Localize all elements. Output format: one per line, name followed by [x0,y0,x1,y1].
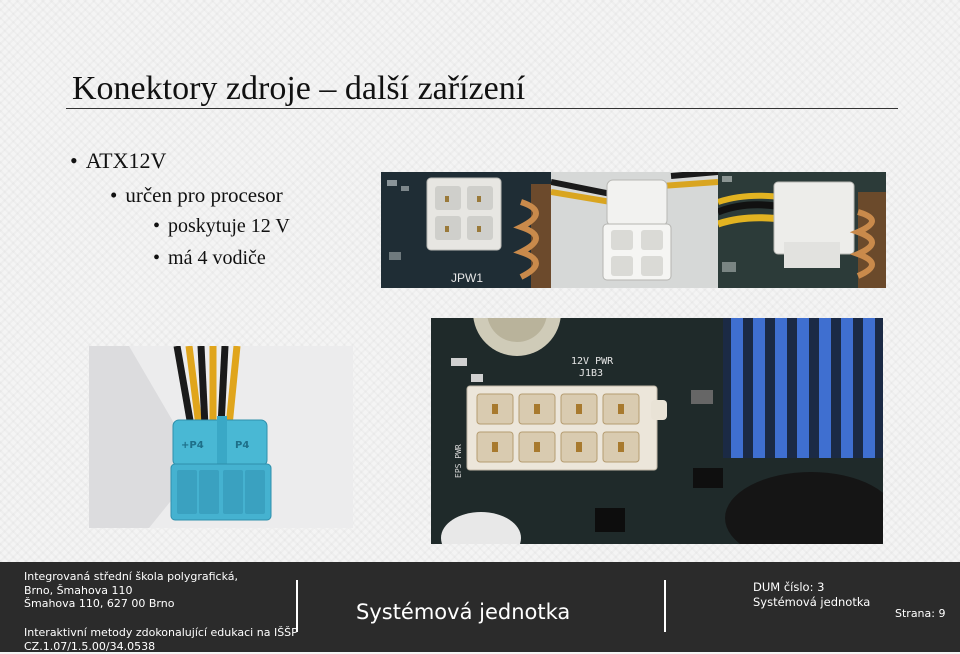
photo-atx12v-inserted [718,172,886,288]
footer-project-info: Interaktivní metody zdokonalující edukac… [24,626,298,654]
bullet-dot: • [70,148,78,173]
bullet-dot: • [153,247,161,269]
bullet-text-voltage: poskytuje 12 V [168,215,290,237]
silkscreen-j1b3: J1B3 [579,368,603,379]
slide-footer: Integrovaná střední škola polygrafická, … [0,562,960,654]
p4-connector-illustration: +P4 P4 [89,346,353,528]
footer-method-line2: CZ.1.07/1.5.00/34.0538 [24,640,156,653]
footer-dum-info: DUM číslo: 3 Systémová jednotka [753,580,870,610]
footer-school-info: Integrovaná střední škola polygrafická, … [24,570,238,611]
bullet-level1: • ATX12V [70,148,166,174]
bullet-text-wires: má 4 vodiče [168,247,266,269]
inserted-illustration [718,172,886,288]
footer-school-line1: Integrovaná střední škola polygrafická, [24,570,238,583]
bullet-level3-wires: • má 4 vodiče [153,247,266,270]
photo-p4-blue-connector: +P4 P4 [89,346,353,528]
bullet-text-purpose: určen pro procesor [125,183,283,207]
silkscreen-jpw1: JPW1 [451,271,483,285]
bullet-text-atx12v: ATX12V [85,148,167,173]
footer-divider-left [296,580,298,632]
footer-school-line2: Brno, Šmahova 110 [24,583,133,597]
slide-title: Konektory zdroje – další zařízení [72,70,526,107]
bullet-dot: • [153,215,161,237]
photo-atx12v-socket: JPW1 [381,172,551,288]
silkscreen-eps-pwr: EPS PWR [454,444,463,478]
socket-illustration: JPW1 [381,172,551,288]
footer-dum-number: DUM číslo: 3 [753,580,825,594]
connector-label-plus-p4: +P4 [181,440,204,451]
title-underline [66,108,898,109]
footer-dum-topic: Systémová jednotka [753,595,871,609]
footer-divider-right [664,580,666,632]
footer-page-number: Strana: 9 [895,607,946,620]
footer-center-title: Systémová jednotka [356,600,571,624]
plug-illustration [551,172,718,288]
board-socket-illustration: 12V PWR J1B3 EPS PWR [431,318,883,544]
photo-8pin-board-socket: 12V PWR J1B3 EPS PWR [431,318,883,544]
bullet-dot: • [110,183,118,207]
connector-label-p4: P4 [235,440,249,451]
footer-method-line1: Interaktivní metody zdokonalující edukac… [24,626,298,639]
silkscreen-12v-pwr: 12V PWR [571,356,614,367]
photo-atx12v-plug [551,172,718,288]
bullet-level2: • určen pro procesor [110,183,283,208]
footer-school-line3: Šmahova 110, 627 00 Brno [24,597,175,610]
bullet-level3-voltage: • poskytuje 12 V [153,215,290,238]
